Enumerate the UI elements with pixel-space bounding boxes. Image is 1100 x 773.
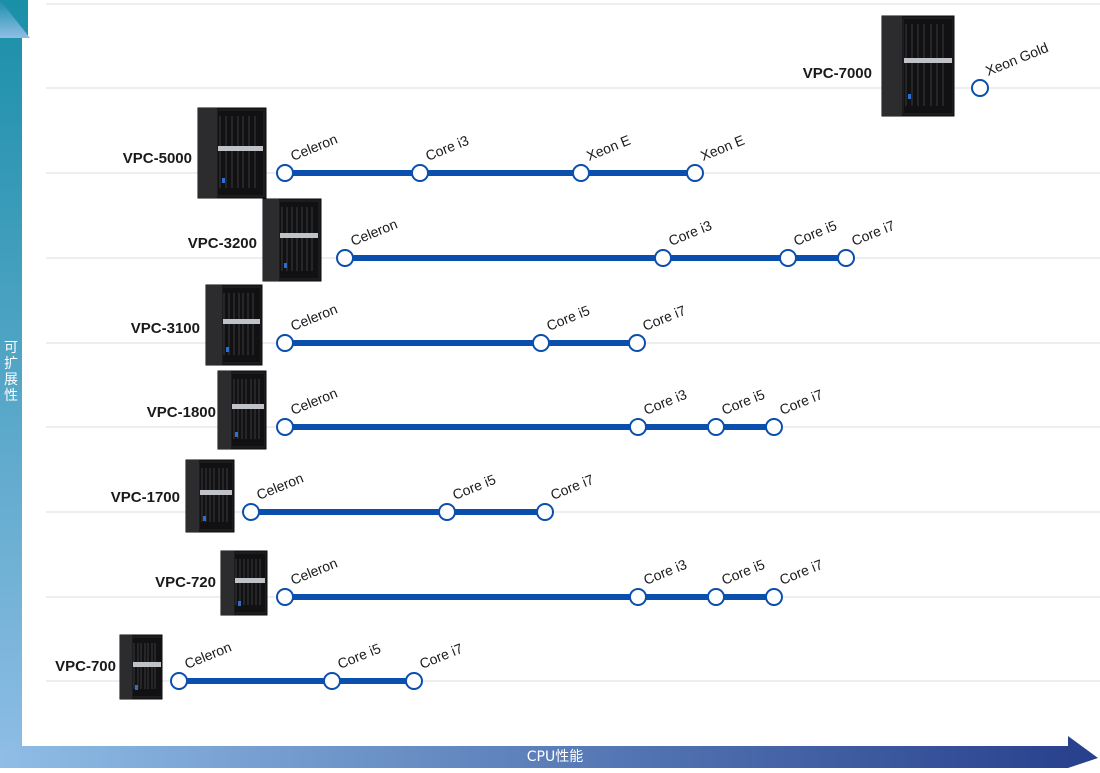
series-label: VPC-3100 [131,320,200,337]
data-point [276,164,294,182]
series-vpc-7000: VPC-7000 Xeon Gold [803,15,1050,117]
y-axis-label: 可扩展性 [4,340,18,404]
tower-pc-icon [262,198,322,282]
data-label: Core i3 [641,386,689,418]
data-point [654,249,672,267]
data-label: Core i7 [777,556,825,588]
data-label: Core i7 [849,217,897,249]
series-vpc-3100: VPC-3100 Celeron Core i5 Core i7 [131,284,688,366]
y-axis-arrow [0,0,28,768]
tower-pc-icon [119,634,163,700]
series-label: VPC-720 [155,574,216,591]
data-point [572,164,590,182]
data-label: Core i5 [719,386,767,418]
data-point [323,672,341,690]
data-point [532,334,550,352]
data-label: Core i7 [548,471,596,503]
data-point [628,334,646,352]
data-point [837,249,855,267]
data-label: Celeron [182,639,233,672]
data-label: Core i5 [335,640,383,672]
series-vpc-700: VPC-700 Celeron Core i5 Core i7 [55,634,465,700]
series-label: VPC-7000 [803,65,872,82]
data-label: Xeon Gold [983,39,1050,79]
data-label: Celeron [288,301,339,334]
data-label: Core i3 [641,556,689,588]
data-point [276,334,294,352]
data-point [276,588,294,606]
series-vpc-720: VPC-720 Celeron Core i3 Core i5 Core i7 [155,550,825,616]
data-point [411,164,429,182]
data-point [336,249,354,267]
data-point [779,249,797,267]
series-vpc-3200: VPC-3200 Celeron Core i3 Core i5 Core i7 [188,198,897,282]
data-point [629,588,647,606]
series-label: VPC-1700 [111,489,180,506]
data-label: Celeron [348,216,399,249]
series-label: VPC-700 [55,658,116,675]
data-label: Core i5 [719,556,767,588]
data-label: Celeron [254,470,305,503]
data-point [276,418,294,436]
data-label: Core i5 [544,302,592,334]
x-axis-label: CPU性能 [526,749,584,765]
data-point [971,79,989,97]
series-vpc-1700: VPC-1700 Celeron Core i5 Core i7 [111,459,596,533]
data-point [707,418,725,436]
data-point [629,418,647,436]
data-point [438,503,456,521]
data-point [765,588,783,606]
tower-pc-icon [205,284,263,366]
tower-pc-icon [881,15,955,117]
tower-pc-icon [217,370,267,450]
y-axis-arrow-head [0,0,30,38]
series-label: VPC-1800 [147,404,216,421]
data-label: Xeon E [584,132,633,164]
data-label: Celeron [288,131,339,164]
data-label: Core i7 [777,386,825,418]
tower-pc-icon [220,550,268,616]
data-label: Xeon E [698,132,747,164]
data-label: Celeron [288,385,339,418]
tower-pc-icon [185,459,235,533]
data-point [405,672,423,690]
data-point [686,164,704,182]
tower-pc-icon [197,107,267,199]
series-label: VPC-3200 [188,235,257,252]
x-axis-arrow [0,736,1098,768]
data-point [170,672,188,690]
data-point [765,418,783,436]
data-label: Celeron [288,555,339,588]
data-label: Core i5 [791,217,839,249]
series-vpc-5000: VPC-5000 Celeron Core i3 Xeon E Xeon E [123,107,747,199]
data-point [707,588,725,606]
data-label: Core i7 [640,302,688,334]
data-label: Core i3 [666,217,714,249]
data-label: Core i5 [450,471,498,503]
data-label: Core i3 [423,132,471,164]
data-point [242,503,260,521]
series-label: VPC-5000 [123,150,192,167]
data-label: Core i7 [417,640,465,672]
data-point [536,503,554,521]
series-vpc-1800: VPC-1800 Celeron Core i3 Core i5 Core i7 [147,370,825,450]
